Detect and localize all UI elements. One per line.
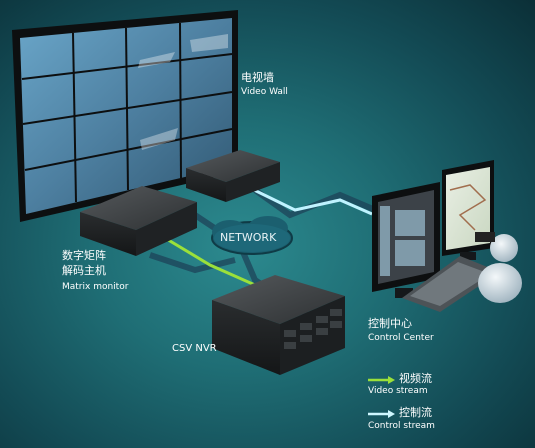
network-label: NETWORK <box>220 231 277 244</box>
matrix-cn-label-1: 数字矩阵 <box>62 249 106 262</box>
matrix-en-label: Matrix monitor <box>62 282 129 292</box>
video-wall <box>12 10 238 222</box>
control-center-cn-label: 控制中心 <box>368 317 412 330</box>
legend-video-cn: 视频流 <box>399 372 432 385</box>
matrix-cn-label-2: 解码主机 <box>62 264 106 277</box>
nvr-label: CSV NVR <box>172 343 217 354</box>
nvr-device <box>212 275 345 375</box>
control-center-workstation <box>372 160 522 312</box>
legend-arrows <box>368 376 395 418</box>
video-wall-en-label: Video Wall <box>241 87 288 97</box>
control-center-en-label: Control Center <box>368 333 434 343</box>
legend-video-en: Video stream <box>368 386 428 396</box>
video-wall-cn-label: 电视墙 <box>241 71 274 84</box>
control-stream-link <box>249 186 373 216</box>
decoder-device <box>186 150 280 202</box>
matrix-monitor-device <box>80 186 197 256</box>
legend-control-en: Control stream <box>368 421 435 431</box>
legend-control-cn: 控制流 <box>399 406 432 419</box>
video-stream-link <box>159 233 256 287</box>
network-cloud <box>211 216 293 255</box>
